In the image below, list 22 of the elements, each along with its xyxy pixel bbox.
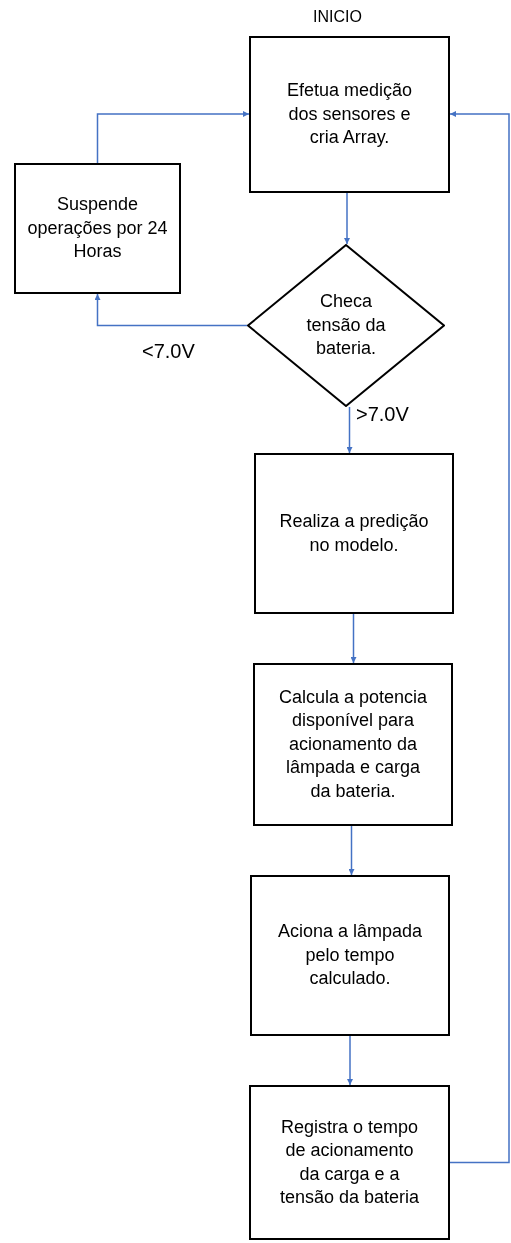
process-box	[254, 453, 454, 614]
process-box	[249, 1085, 450, 1240]
step-text: Realiza a predição no modelo.	[278, 510, 430, 557]
arrow	[350, 613, 357, 664]
step-text: Checa tensão da bateria.	[305, 290, 387, 361]
arrow	[94, 293, 248, 327]
arrow	[347, 1035, 353, 1086]
arrow	[346, 406, 353, 454]
step-text: Calcula a potencia disponível para acionamento da lâmpada e carga da bateria.	[277, 686, 429, 803]
step-text: Registra o tempo de acionamento da carga e a tensão da bateria	[278, 1115, 421, 1209]
step-text: Aciona a lâmpada pelo tempo calculado.	[276, 920, 424, 991]
process-box	[253, 663, 453, 826]
process-box	[249, 36, 450, 193]
arrow	[96, 111, 250, 164]
step-text: Suspende operações por 24 Horas	[26, 193, 169, 264]
arrow	[344, 192, 350, 245]
process-box	[14, 163, 181, 294]
step-text: Efetua medição dos sensores e cria Array.	[285, 79, 414, 150]
process-box	[250, 875, 450, 1036]
start-label: INICIO	[313, 8, 362, 26]
arrow	[449, 111, 510, 1164]
arrow	[348, 825, 355, 876]
